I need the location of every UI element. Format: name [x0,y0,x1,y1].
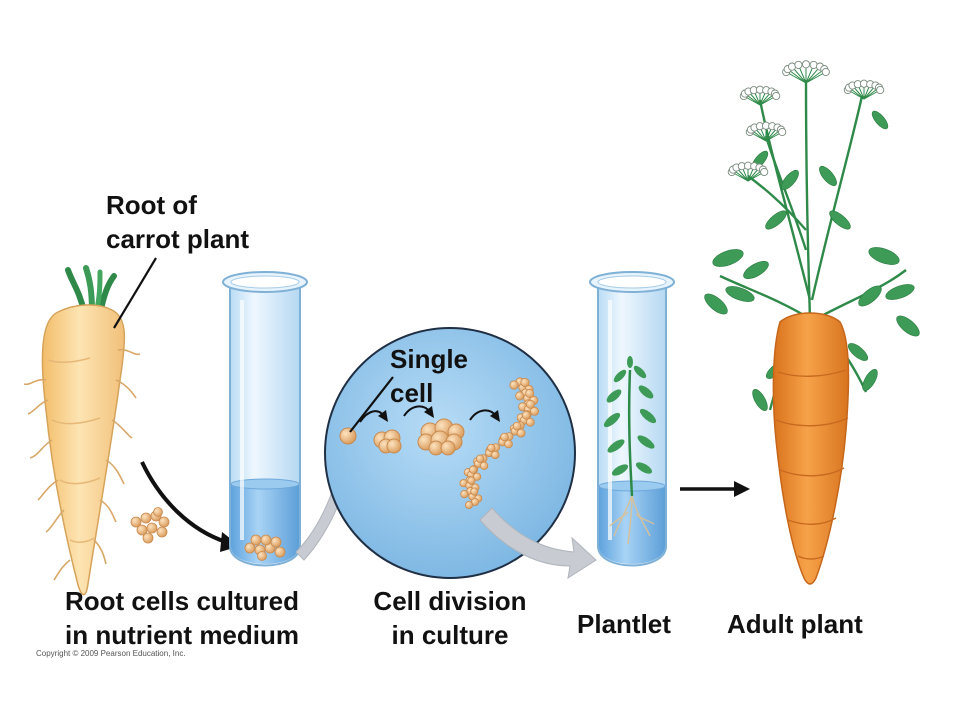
embryo-cell [509,380,519,390]
adult-carrot-icon [704,79,920,585]
embryo-cell [464,500,473,509]
copyright-text: Copyright © 2009 Pearson Education, Inc. [36,649,186,658]
embryo-cell [526,399,536,409]
label-root-cells-cultured-line1: Root cells cultured [64,586,300,616]
embryo-cell [472,472,482,481]
label-single-cell-line2: cell [390,378,434,408]
label-single-cell: Single cell [390,342,468,410]
embryo-cell [530,406,540,416]
embryo-cell [525,388,535,398]
embryo-cell [460,489,469,499]
label-root-of-carrot-plant-line2: carrot plant [106,224,250,254]
label-plantlet: Plantlet [577,609,671,639]
loose-root-cells [130,507,170,544]
flower-umbel-icon [727,60,885,182]
flower-head [727,161,769,182]
flower-head [782,60,830,84]
plantlet-icon [603,356,657,497]
embryo-cell [525,417,535,427]
arrow-to-plantlet [479,507,597,580]
label-adult-plant: Adult plant [727,609,863,639]
arrow-to-adult-head [734,481,750,497]
embryo-cell [515,391,525,401]
root-pointer-line [113,257,157,329]
carrot-root-icon [23,265,141,596]
flower-head [745,121,787,142]
test-tube-icon [222,271,308,567]
single-cell-pointer-line [349,376,394,433]
label-root-cells-cultured: Root cells cultured in nutrient medium [32,584,332,652]
label-cell-division-line2: in culture [391,620,509,650]
embryo-cell [479,461,489,470]
embryo-cell [521,410,531,420]
embryo-cell [516,428,526,438]
embryo-cell [468,465,478,474]
label-cell-division-line1: Cell division [373,586,527,616]
label-root-cells-cultured-line2: in nutrient medium [65,620,299,650]
label-root-of-carrot-plant-line1: Root of [106,190,197,220]
magnified-circle-icon [324,327,576,579]
embryo-cell [475,454,485,463]
arrow-to-tube [140,461,227,544]
embryo-cell [504,439,513,449]
label-single-cell-line1: Single [390,344,469,374]
embryo-cells [459,377,540,509]
embryo-cell [491,450,500,460]
test-tube-plantlet-icon [589,271,675,567]
label-cell-division: Cell division in culture [340,584,560,652]
embryo-cell [500,432,509,442]
embryo-cell [487,443,496,453]
flower-head [843,79,885,100]
embryo-cell [470,487,479,496]
label-root-of-carrot-plant: Root of carrot plant [106,188,249,256]
embryo-cell [512,421,522,431]
embryo-cell [520,377,530,388]
embryo-cell [467,476,476,485]
flower-head [739,85,781,106]
